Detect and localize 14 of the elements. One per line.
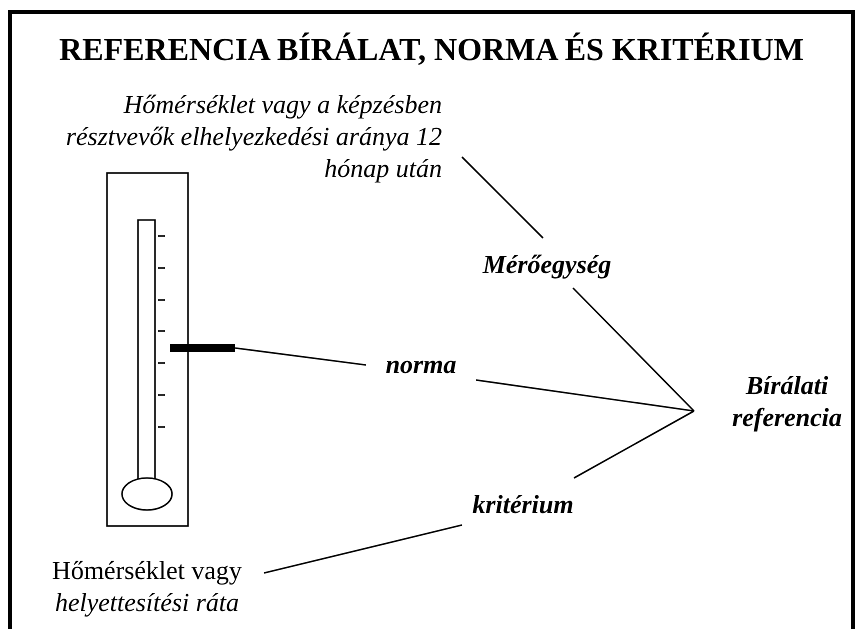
caption-text: Hőmérséklet vagy helyettesítési ráta [51, 555, 243, 619]
unit-label: Mérőegység [482, 249, 612, 281]
connector-line [234, 347, 366, 366]
diagram-title: REFERENCIA BÍRÁLAT, NORMA ÉS KRITÉRIUM [58, 30, 805, 68]
criterion-label: kritérium [471, 489, 575, 521]
connector-line [572, 287, 695, 412]
norm-marker-bar [170, 344, 235, 352]
connector-line [476, 379, 694, 412]
reference-label: Bírálati referencia [731, 370, 843, 434]
norm-label: norma [384, 349, 458, 381]
connector-line [574, 410, 694, 479]
connector-line [461, 156, 544, 239]
connector-line [264, 524, 462, 574]
caption-text: Hőmérséklet vagy a képzésben résztvevők elhelyezkedési aránya 12 hónap után [64, 89, 443, 185]
